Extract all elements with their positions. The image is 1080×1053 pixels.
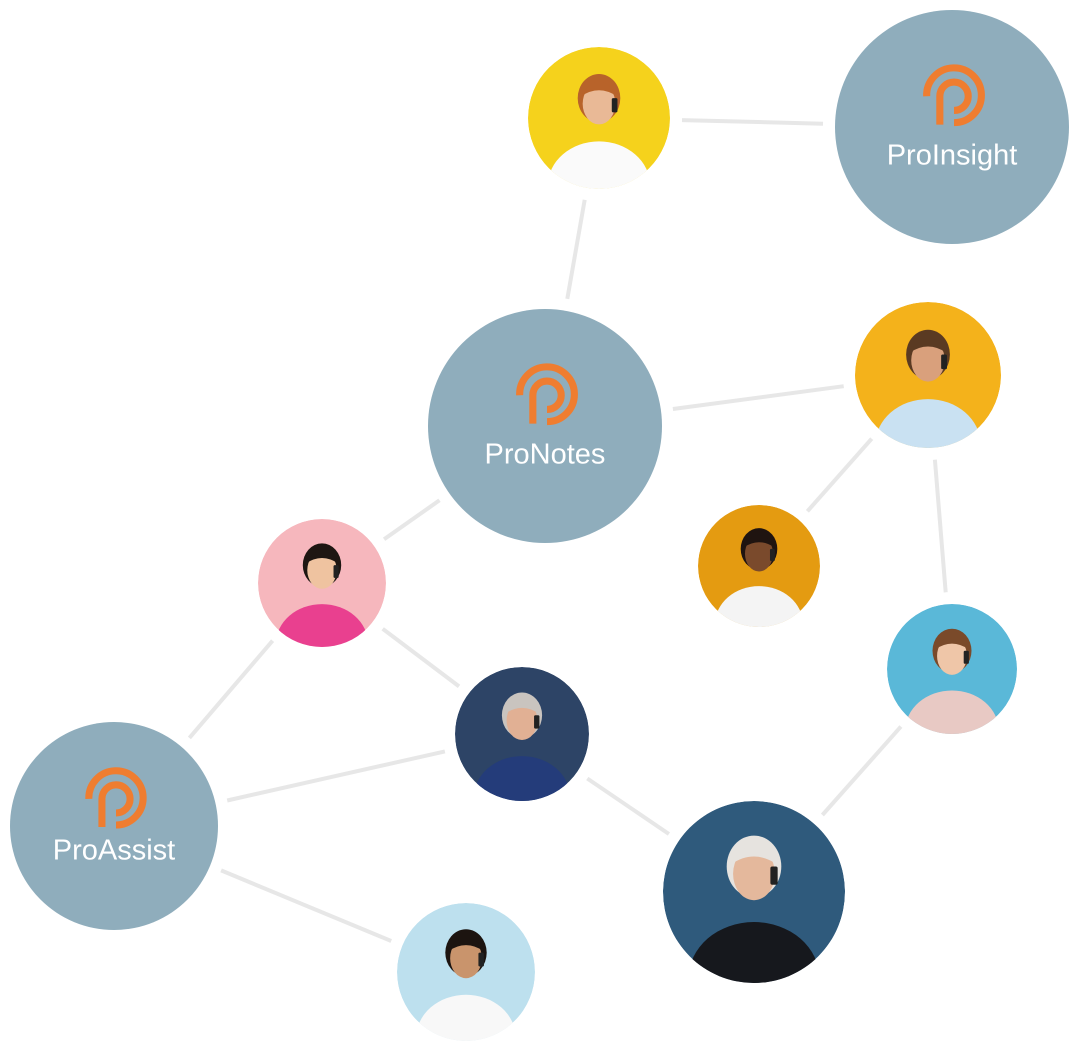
avatar-torso (688, 922, 820, 983)
phone-icon (534, 715, 540, 729)
avatar-hair-top (305, 550, 339, 564)
person-avatar (455, 667, 589, 801)
edge-pronotes-to-woman-red-beret (382, 498, 441, 541)
avatar-torso (715, 586, 803, 627)
edge-proassist-to-man-headset (220, 868, 392, 943)
product-label: ProInsight (887, 139, 1018, 171)
product-node-proinsight[interactable]: ProInsight (835, 10, 1069, 244)
avatar-torso (473, 756, 571, 801)
person-avatar (258, 519, 386, 647)
person-node-surprised-woman-phone[interactable]: Surprised woman on phone (887, 604, 1017, 771)
person-node-woman-red-beret[interactable]: Woman in red beret and pink sweater on p… (258, 519, 386, 683)
edge-surprised-woman-phone-to-woman-white-hair (820, 725, 903, 817)
person-avatar (528, 47, 670, 189)
avatar-hair-top (935, 635, 969, 650)
avatar-head (506, 701, 538, 741)
avatar-torso (547, 141, 651, 189)
person-avatar (855, 302, 1001, 448)
edge-pronotes-to-man-glasses-phone (672, 384, 844, 411)
person-node-older-man-phone[interactable]: Older man with white beard on phone (455, 667, 589, 839)
logo-inner-arc (529, 377, 565, 424)
edge-proassist-to-older-man-phone (226, 749, 446, 803)
avatar-hair-top (909, 337, 947, 354)
product-circle (428, 309, 662, 543)
person-node-woman-white-hair[interactable]: Woman with short white hair and glasses … (663, 801, 845, 1035)
person-avatar (397, 903, 535, 1041)
logo-outer-arc (516, 363, 578, 426)
product-node-pronotes[interactable]: ProNotes (428, 309, 662, 543)
avatar-torso (905, 690, 999, 734)
phone-icon (769, 548, 775, 562)
logo-inner-arc (936, 78, 972, 125)
avatar-torso (275, 604, 369, 647)
product-label: ProNotes (485, 438, 606, 470)
edge-woman-red-beret-to-older-man-phone (381, 627, 461, 688)
phone-icon (478, 952, 484, 967)
phone-icon (770, 866, 778, 885)
person-node-bearded-man-phone[interactable]: Bearded man smiling on phone (698, 505, 820, 662)
avatar-head (582, 83, 616, 125)
avatar-hair-top (730, 845, 778, 865)
product-node-proassist[interactable]: ProAssist (10, 722, 218, 930)
avatar-hair-top (448, 936, 484, 952)
avatar-torso (875, 399, 981, 448)
logo-outer-arc (85, 767, 147, 829)
avatar-head (733, 847, 775, 901)
person-node-man-glasses-phone[interactable]: Smiling man with glasses on phone (855, 302, 1001, 490)
avatar-torso (416, 994, 516, 1041)
avatar-head (911, 339, 945, 382)
p-logo-icon (923, 64, 985, 127)
avatar-head (937, 637, 967, 675)
avatar-hair-top (580, 81, 618, 97)
phone-icon (333, 565, 339, 578)
phone-icon (611, 98, 618, 113)
logo-inner-arc (98, 781, 134, 828)
edge-woman-headphones-to-pronotes (565, 199, 587, 300)
p-logo-icon (516, 363, 578, 426)
product-circle (835, 10, 1069, 244)
edge-woman-red-beret-to-proassist (187, 639, 275, 740)
edge-man-glasses-phone-to-surprised-woman-phone (932, 459, 948, 593)
person-node-man-headset[interactable]: Man with headset thinking (397, 903, 535, 1053)
avatar-head (450, 938, 482, 979)
person-avatar (663, 801, 845, 983)
avatar-hair-top (743, 534, 775, 548)
product-label: ProAssist (53, 834, 175, 866)
p-logo-icon (85, 767, 147, 829)
phone-icon (941, 354, 947, 370)
person-avatar (698, 505, 820, 627)
avatar-head (744, 536, 774, 572)
product-circle (10, 722, 218, 930)
edge-man-glasses-phone-to-bearded-man-phone (805, 437, 874, 513)
avatar-head (307, 551, 337, 589)
person-node-woman-headphones[interactable]: Woman with headphones holding phone (528, 47, 670, 229)
logo-outer-arc (923, 64, 985, 127)
phone-icon (963, 650, 969, 664)
edge-older-man-phone-to-woman-white-hair (586, 776, 671, 836)
person-avatar (887, 604, 1017, 734)
avatar-hair-top (504, 699, 540, 714)
edge-woman-headphones-to-proinsight (681, 118, 824, 126)
edges-layer (187, 118, 948, 943)
